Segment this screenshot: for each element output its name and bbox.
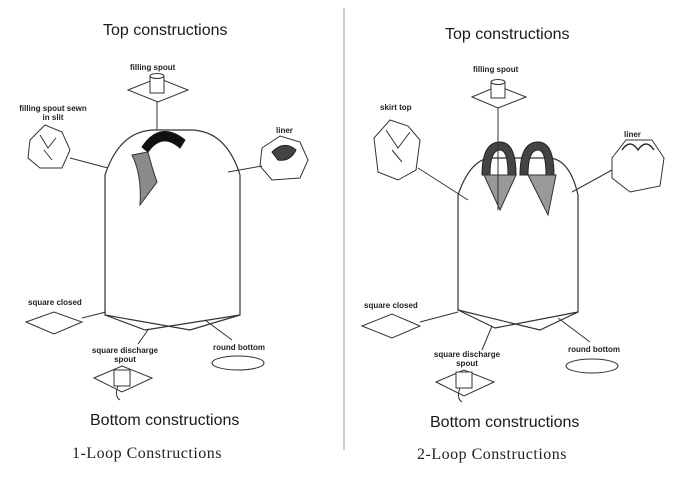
one-loop-liner-icon [227,135,309,181]
one-loop-label-discharge-spout: square discharge spout [91,346,159,364]
one-loop-square-closed-icon [24,311,107,335]
two-loop-label-liner: liner [624,130,641,139]
one-loop-filling-spout-icon [126,73,190,130]
two-loop-panel [360,79,665,403]
two-loop-liner-icon [571,139,665,193]
one-loop-label-sewn-spout: filling spout sewn in slit [19,104,87,122]
two-loop-bottom-title: Bottom constructions [430,414,580,431]
two-loop-label-filling-spout: filling spout [473,65,519,74]
two-loop-top-title: Top constructions [445,26,570,43]
one-loop-caption: 1-Loop Constructions [72,445,222,462]
one-loop-label-liner: liner [276,126,293,135]
one-loop-label-square-closed: square closed [28,298,82,307]
two-loop-filling-spout-icon [470,79,528,210]
one-loop-bag-body [104,129,241,331]
one-loop-discharge-spout-icon [92,329,154,401]
two-loop-discharge-spout-icon [434,325,496,403]
two-loop-round-bottom-icon [557,317,619,374]
two-loop-flap-right [527,174,557,217]
one-loop-round-bottom-icon [204,319,265,371]
one-loop-label-round-bottom: round bottom [213,343,265,352]
one-loop-handle [141,131,186,153]
two-loop-caption: 2-Loop Constructions [417,446,567,463]
two-loop-flap-left [483,174,517,212]
two-loop-skirt-top-icon [373,119,469,201]
two-loop-label-round-bottom: round bottom [568,345,620,354]
one-loop-sewn-spout-icon [27,124,109,169]
one-loop-bottom-title: Bottom constructions [90,412,240,429]
one-loop-flap [131,151,158,207]
two-loop-label-skirt-top: skirt top [380,103,412,112]
two-loop-square-closed-icon [360,311,459,339]
two-loop-label-square-closed: square closed [364,301,418,310]
one-loop-top-title: Top constructions [103,22,228,39]
one-loop-label-filling-spout: filling spout [130,63,176,72]
one-loop-panel [24,73,309,401]
two-loop-label-discharge-spout: square discharge spout [433,350,501,368]
two-loop-bag-body [457,157,579,331]
